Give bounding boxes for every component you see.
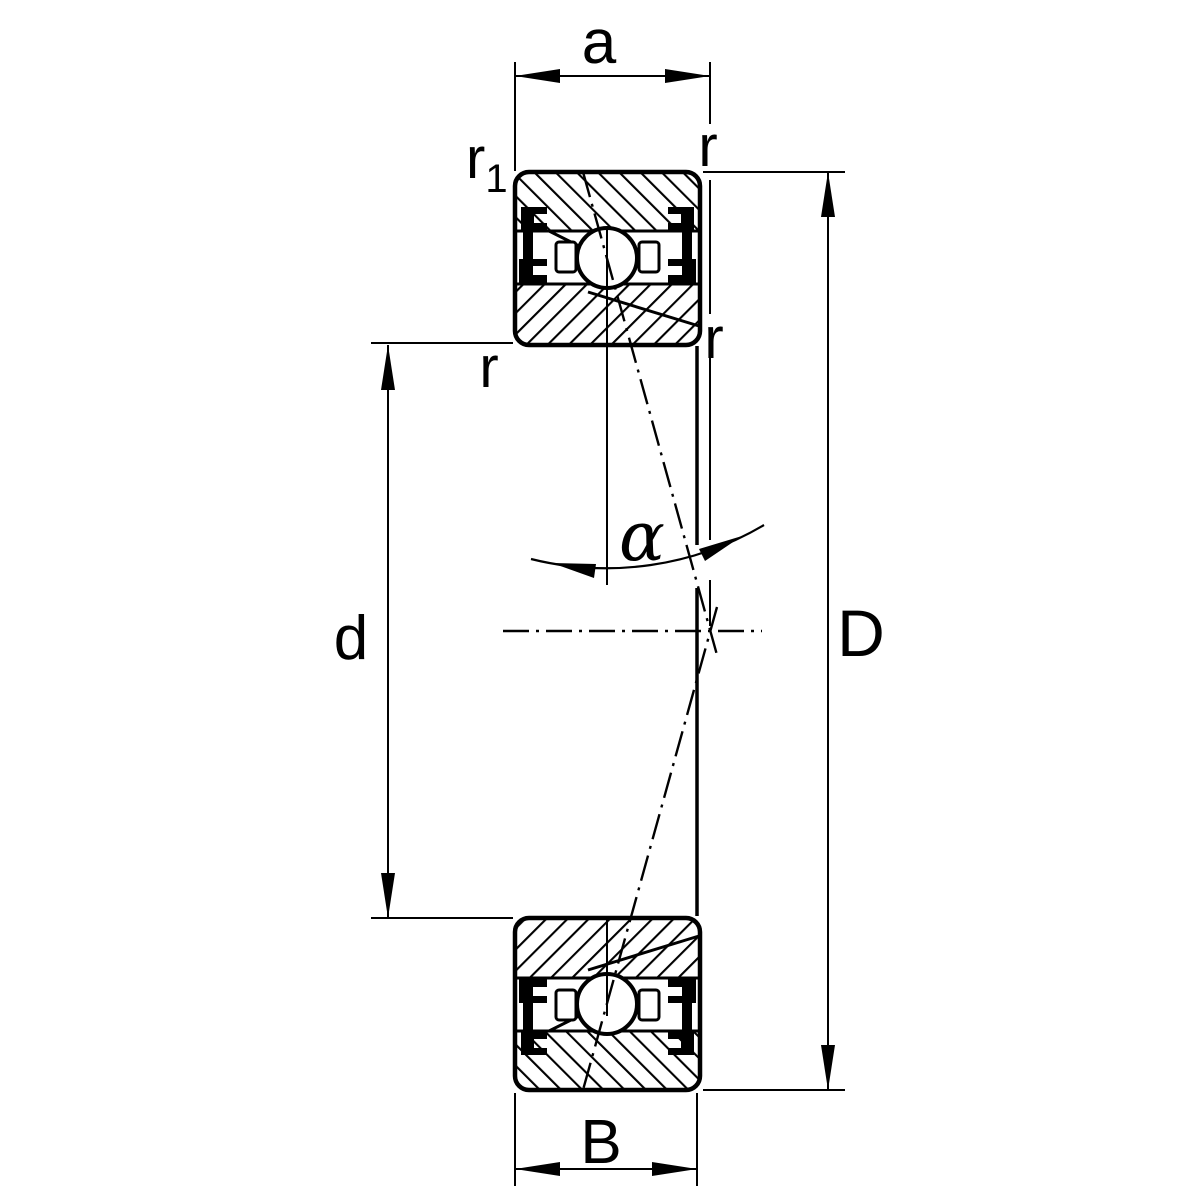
cage-bar-bottom-left bbox=[554, 988, 578, 1022]
label-D: D bbox=[837, 596, 885, 670]
contact-line-bottom bbox=[581, 606, 719, 1091]
arrowhead-angle-left bbox=[552, 563, 596, 578]
dimension-B bbox=[514, 1093, 698, 1186]
label-alpha: α bbox=[619, 498, 665, 577]
dimension-a bbox=[514, 62, 711, 626]
label-d: d bbox=[334, 604, 368, 673]
cage-bar-top-left bbox=[554, 240, 578, 274]
centerlines bbox=[503, 171, 762, 1091]
arrowhead-D-bottom bbox=[821, 1045, 835, 1090]
contact-angle-arc bbox=[530, 524, 765, 578]
label-B: B bbox=[580, 1108, 621, 1177]
arrowhead-angle-right bbox=[699, 536, 742, 561]
bottom-section-outline bbox=[512, 915, 703, 1093]
label-r-inner-left: r bbox=[479, 335, 498, 400]
label-r1-base: r bbox=[466, 126, 485, 191]
arrowhead-d-bottom bbox=[381, 873, 395, 918]
label-r1-subscript: 1 bbox=[485, 157, 507, 201]
outer-ring-hatch-top bbox=[515, 172, 700, 231]
label-r1: r1 bbox=[466, 126, 508, 201]
cage-bar-bottom-right bbox=[637, 988, 661, 1022]
arrowhead-D-top bbox=[821, 172, 835, 217]
arrowhead-B-right bbox=[652, 1162, 697, 1176]
arrowhead-a-left bbox=[515, 69, 560, 83]
cage-bar-top-right bbox=[637, 240, 661, 274]
contact-line-top bbox=[581, 171, 719, 656]
outer-ring-hatch-bottom bbox=[515, 1031, 700, 1090]
label-r-inner-right: r bbox=[704, 306, 723, 371]
label-r-top-right: r bbox=[698, 114, 717, 179]
label-a: a bbox=[582, 8, 617, 77]
arrowhead-B-left bbox=[515, 1162, 560, 1176]
arrowhead-a-right bbox=[665, 69, 710, 83]
dimension-D bbox=[703, 171, 845, 1091]
arrowhead-d-top bbox=[381, 345, 395, 390]
dimension-d bbox=[371, 342, 513, 919]
labels: a r1 r r r d D B α bbox=[334, 8, 885, 1177]
